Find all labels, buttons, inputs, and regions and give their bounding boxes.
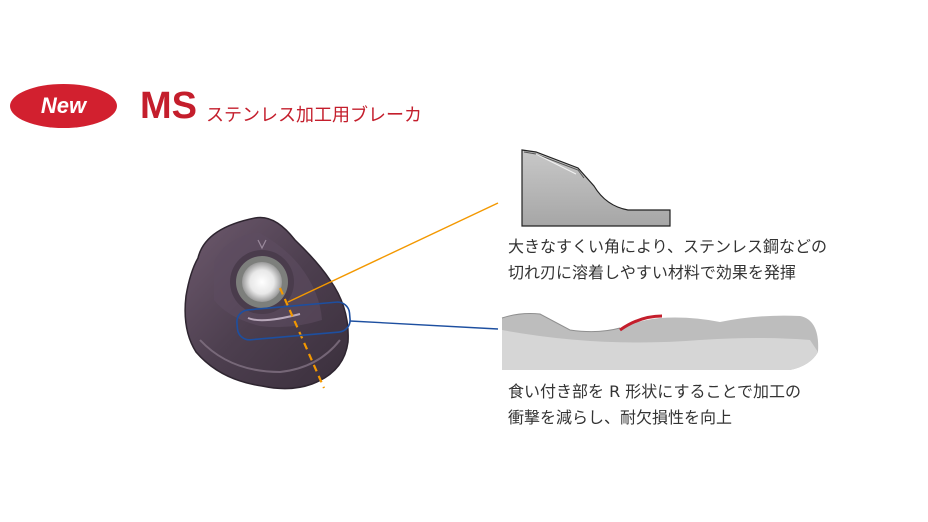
product-subtitle: ステンレス加工用ブレーカ (206, 105, 422, 126)
new-badge: New (10, 84, 117, 128)
caption-line: 衝撃を減らし、耐欠損性を向上 (508, 408, 733, 427)
caption-line: 切れ刃に溶着しやすい材料で効果を発揮 (508, 263, 796, 282)
caption-line: 大きなすくい角により、ステンレス鋼などの (508, 237, 828, 256)
new-badge-label: New (40, 93, 87, 118)
r-shape-caption: 食い付き部を R 形状にすることで加工の 衝撃を減らし、耐欠損性を向上 (508, 379, 801, 431)
rake-angle-profile-image (521, 149, 671, 227)
rake-angle-caption: 大きなすくい角により、ステンレス鋼などの 切れ刃に溶着しやすい材料で効果を発揮 (508, 234, 827, 286)
cutting-insert-image (184, 216, 349, 390)
product-code-title: MS (140, 85, 197, 127)
bottom-callout-leader (236, 301, 499, 341)
r-shape-edge-profile-image (501, 313, 819, 370)
top-callout-leader (278, 202, 499, 389)
caption-line: 食い付き部を R 形状にすることで加工の (508, 382, 801, 401)
